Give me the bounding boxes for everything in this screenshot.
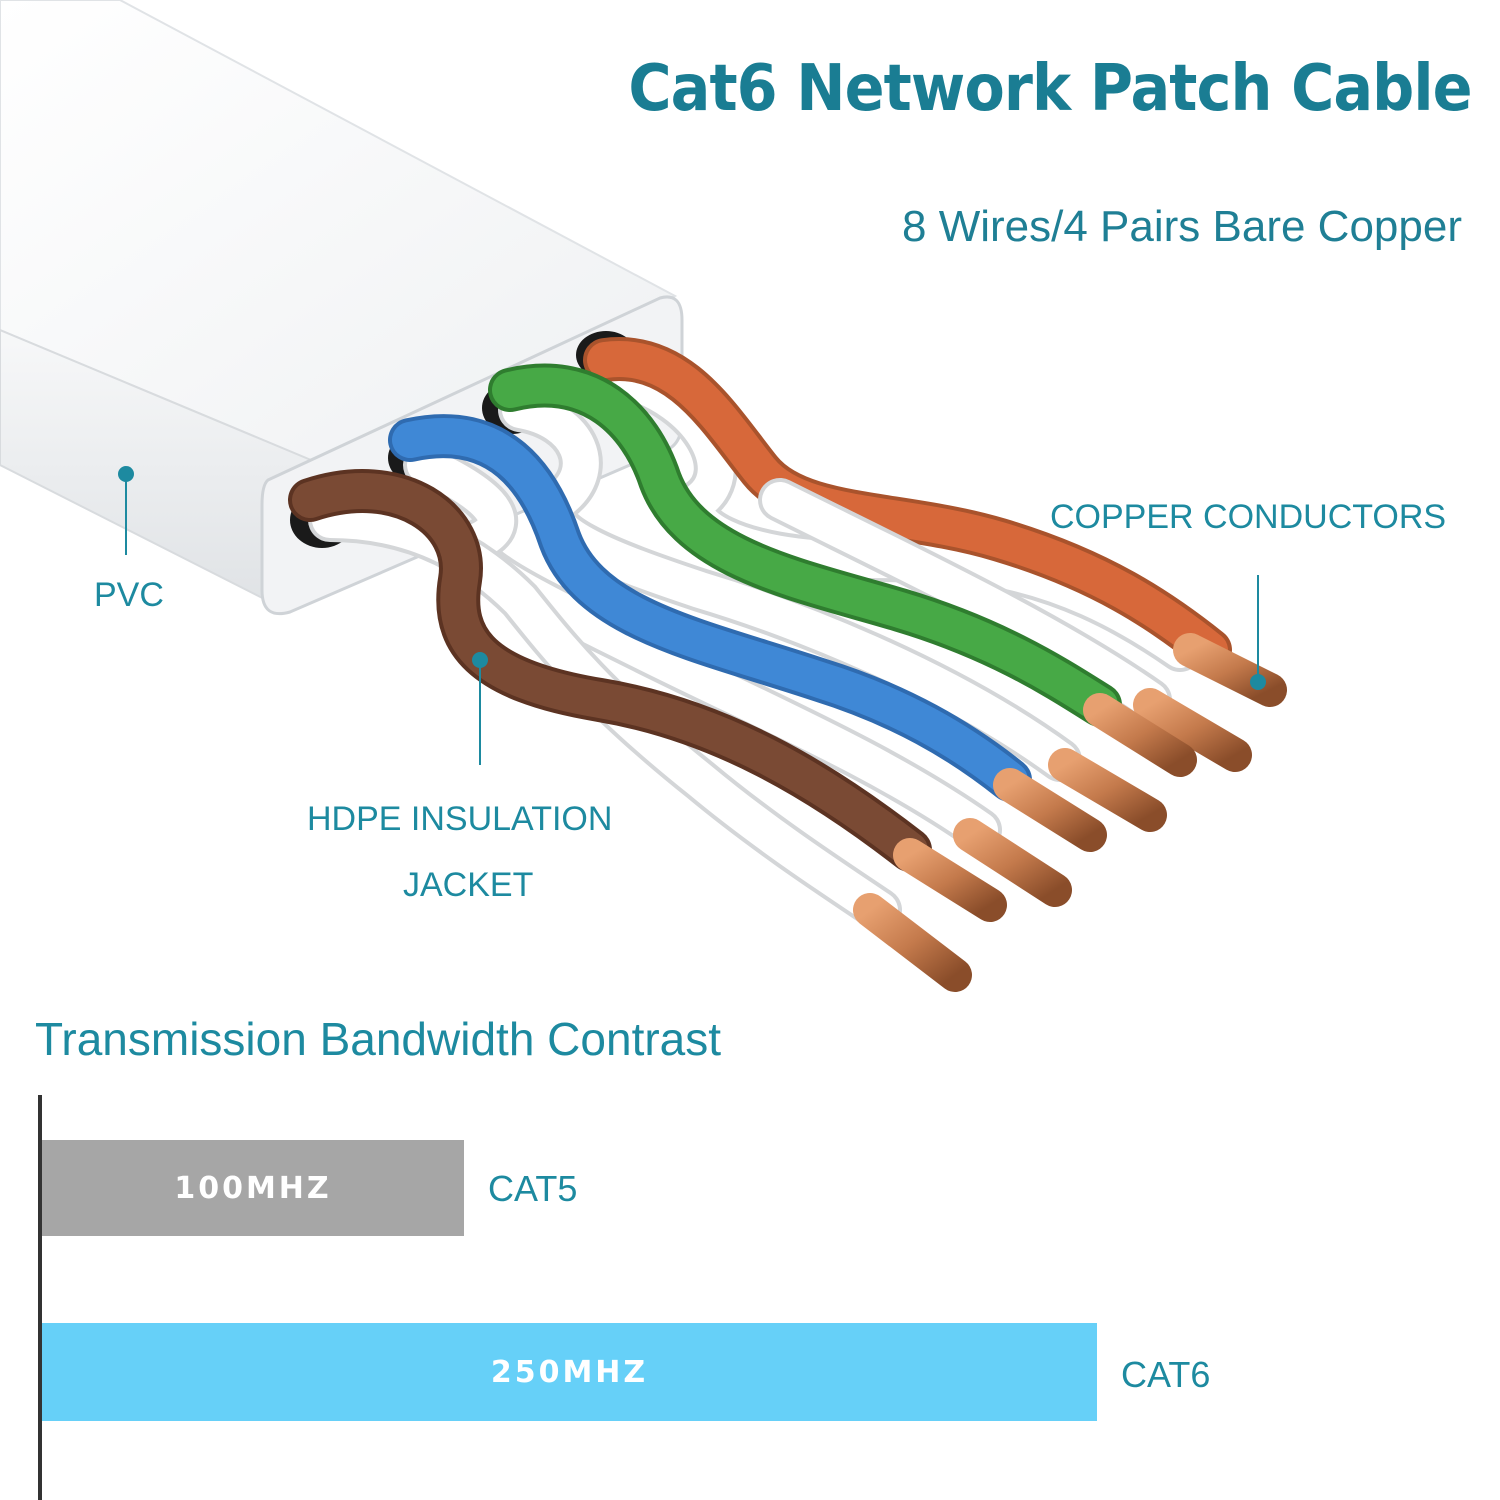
twisted-pairs <box>288 337 1232 932</box>
page-title: Cat6 Network Patch Cable <box>628 52 1473 126</box>
chart-axis <box>38 1095 42 1500</box>
jacket-label: JACKET <box>403 866 534 904</box>
cat5-label: CAT5 <box>488 1168 578 1209</box>
callout-markers <box>118 466 1266 765</box>
cat6-label: CAT6 <box>1121 1354 1211 1395</box>
copper-conductors <box>853 633 1287 992</box>
pvc-label: PVC <box>94 576 164 614</box>
cat6-bar: 250MHZ <box>42 1323 1097 1421</box>
cat6-bar-value: 250MHZ <box>490 1354 649 1390</box>
cable-illustration <box>0 0 1287 992</box>
page-subtitle: 8 Wires/4 Pairs Bare Copper <box>902 202 1462 251</box>
cat5-bar-value: 100MHZ <box>174 1170 332 1206</box>
cat5-bar: 100MHZ <box>42 1140 464 1236</box>
chart-title: Transmission Bandwidth Contrast <box>35 1013 722 1065</box>
hdpe-insulation-label: HDPE INSULATION <box>307 800 613 838</box>
copper-conductors-label: COPPER CONDUCTORS <box>1050 498 1447 536</box>
